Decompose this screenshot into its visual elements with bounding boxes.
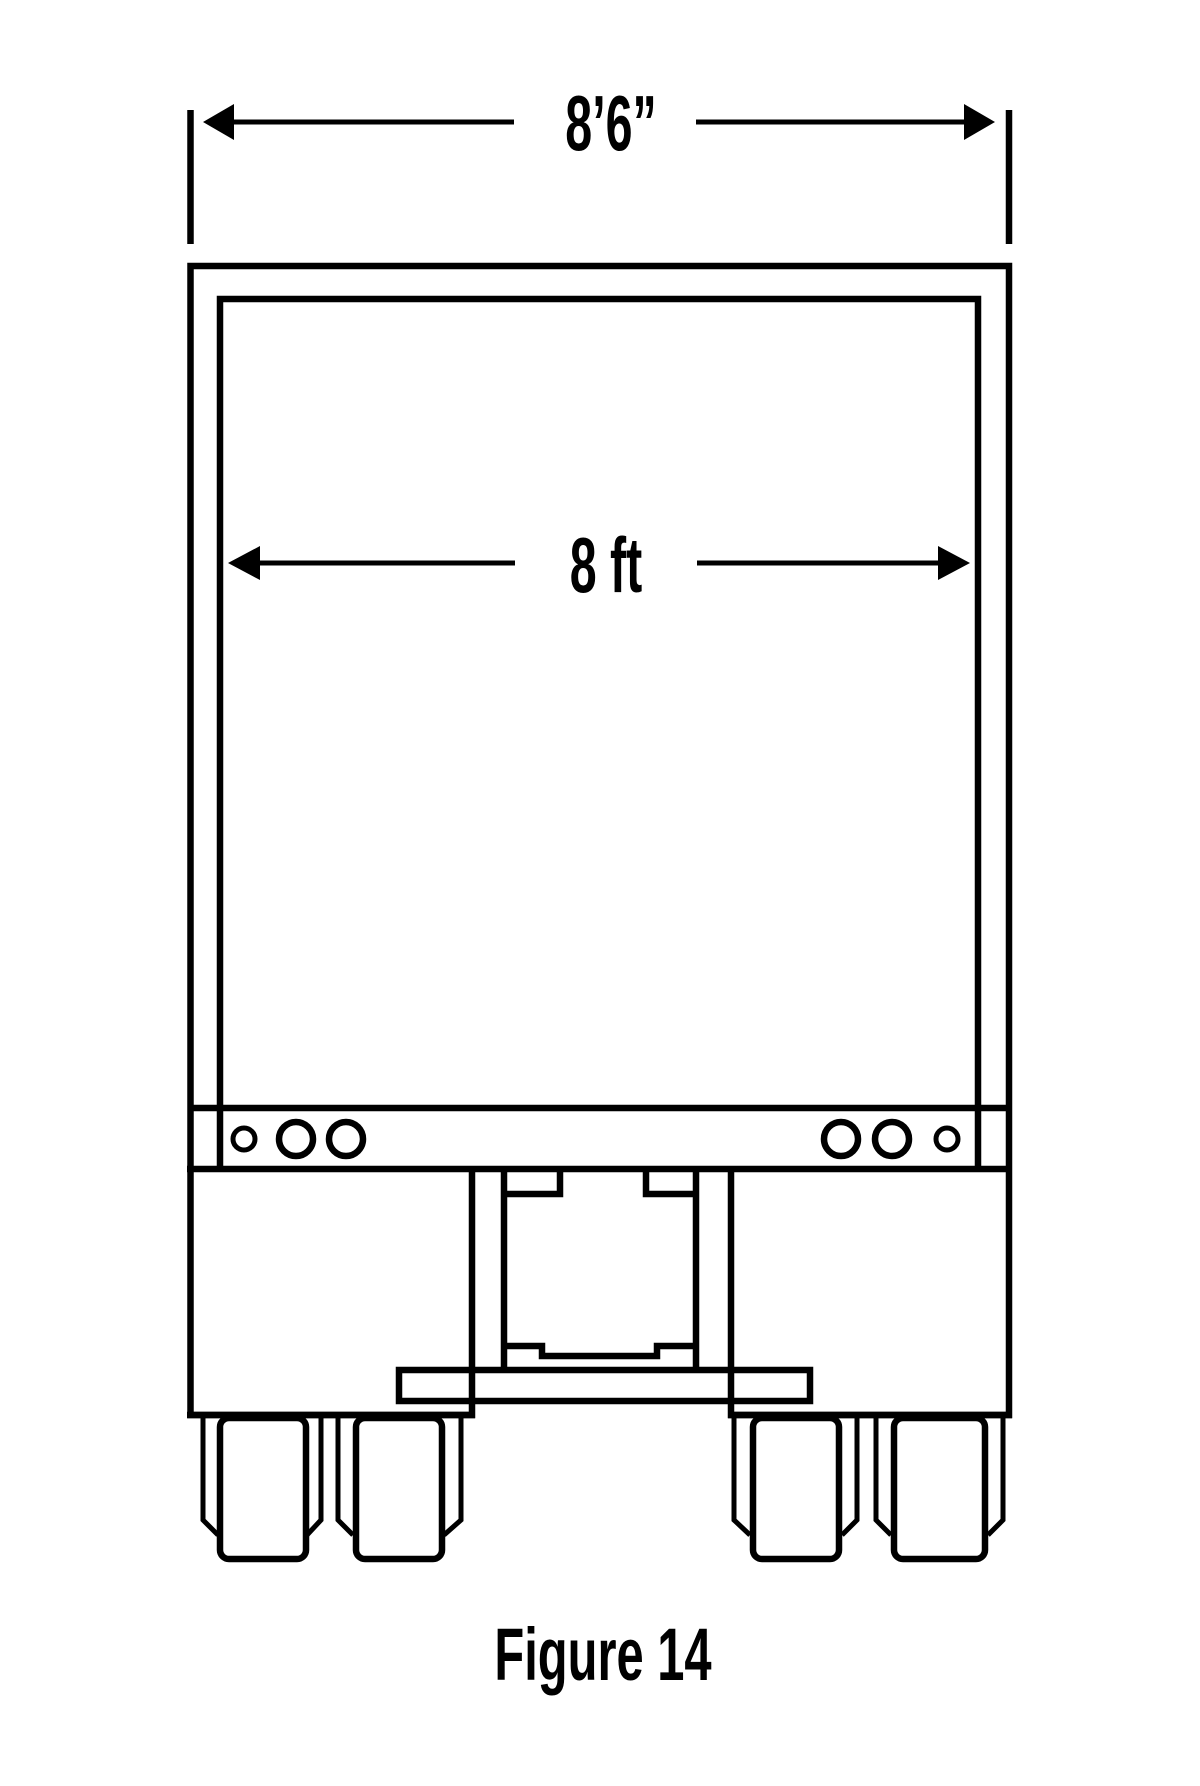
right-chassis-panel: [727, 1169, 1013, 1419]
tire: [890, 1414, 989, 1563]
arrowhead-right-icon: [964, 104, 995, 140]
wheel-1: [200, 1414, 324, 1563]
rear-bumper: [395, 1366, 814, 1405]
trailer-body: [187, 262, 1013, 1173]
tire: [216, 1414, 310, 1563]
bracket-left: [504, 1169, 564, 1198]
left-chassis-panel: [187, 1169, 476, 1419]
large-light-icon: [871, 1118, 913, 1160]
large-light-icon: [275, 1118, 317, 1160]
inner-door-frame: [216, 295, 982, 1169]
large-light-icon: [325, 1118, 367, 1160]
small-light-icon: [230, 1125, 258, 1153]
small-light-icon: [933, 1125, 961, 1153]
inner-width-dimension: [228, 546, 970, 580]
tire: [352, 1414, 446, 1563]
inner-width-label: 8 ft: [569, 521, 643, 609]
wheels: [187, 1411, 1012, 1563]
bracket-right: [642, 1169, 696, 1198]
tire: [749, 1414, 843, 1563]
large-light-icon: [820, 1118, 862, 1160]
outer-frame: [187, 262, 1013, 1169]
outer-width-dimension: [187, 104, 1013, 244]
arrowhead-right-icon: [938, 546, 970, 580]
outer-width-label: 8’6”: [565, 79, 657, 167]
wheel-3: [731, 1414, 860, 1563]
lower-chassis: [187, 1169, 1013, 1419]
rear-lights: [230, 1118, 961, 1160]
arrowhead-left-icon: [228, 546, 260, 580]
wheel-4: [873, 1414, 1006, 1563]
arrowhead-left-icon: [203, 104, 234, 140]
figure-caption: Figure 14: [494, 1613, 712, 1696]
wheel-2: [335, 1414, 464, 1563]
hitch-plate: [504, 1342, 696, 1360]
